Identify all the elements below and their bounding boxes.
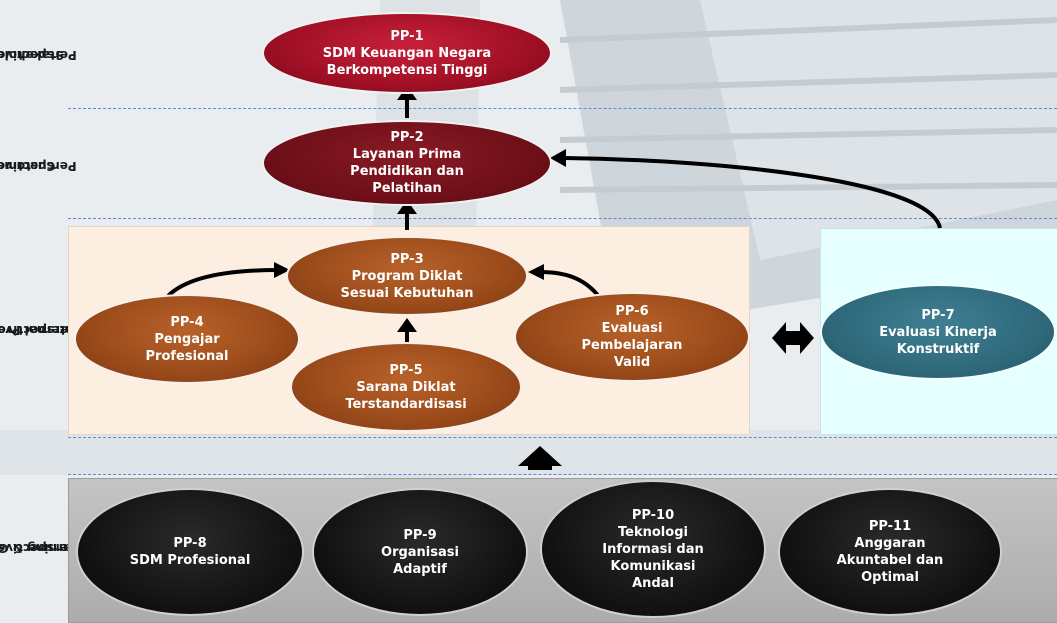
internal-process-perspective-label: Internal ProcessPerspective [0,322,79,337]
separator-line [68,108,1057,109]
learning-growth-perspective-label: Learning & GrowthPerspective [0,541,87,555]
separator-line [68,437,1057,438]
separator-line [68,474,1057,475]
customer-perspective-label: CustomerPerspective [0,159,77,173]
separator-line [68,218,1057,219]
stakeholder-perspective-label: StakeholderPerspective [0,48,77,62]
